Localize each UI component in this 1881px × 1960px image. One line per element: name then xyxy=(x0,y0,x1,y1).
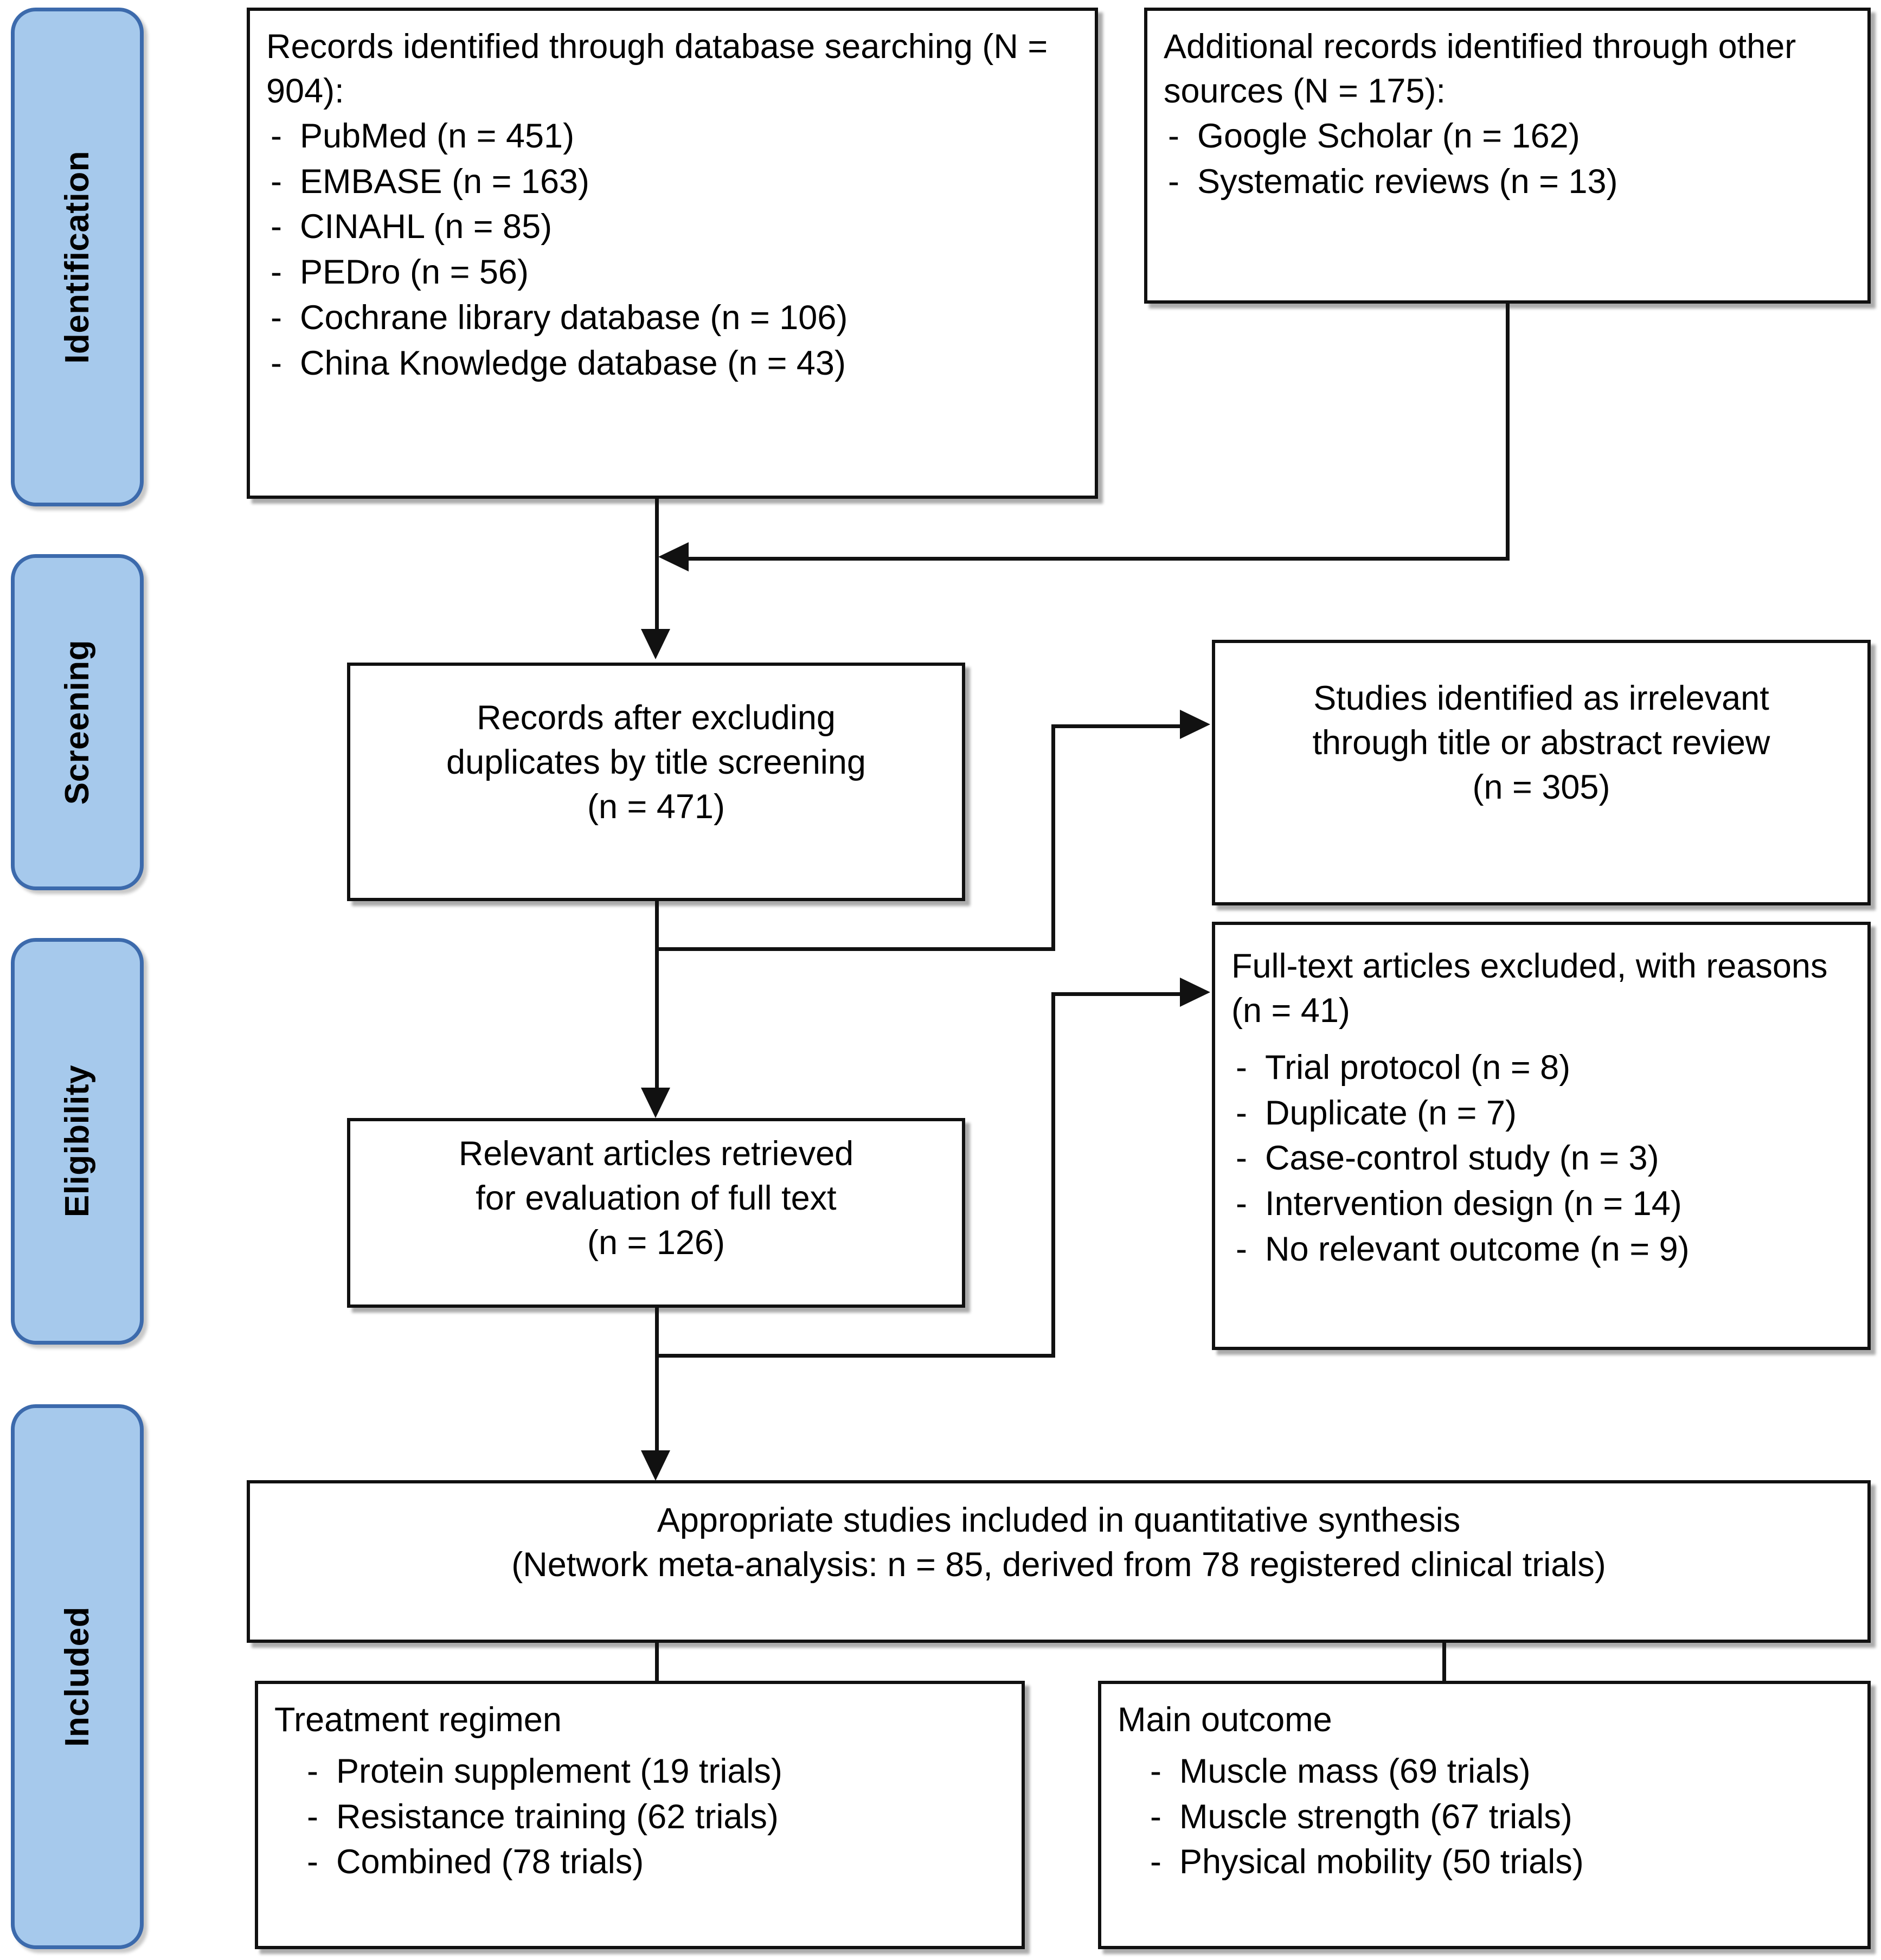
list-item: Case-control study (n = 3) xyxy=(1231,1136,1851,1181)
quantitative-synthesis-line2: (Network meta-analysis: n = 85, derived … xyxy=(511,1545,1606,1584)
full-text-excluded-lead: Full-text articles excluded, with reason… xyxy=(1231,947,1828,1030)
box-relevant-articles: Relevant articles retrieved for evaluati… xyxy=(347,1118,965,1308)
connector-eligibility-rise xyxy=(1051,992,1055,1358)
list-item: Muscle strength (67 trials) xyxy=(1146,1795,1851,1840)
connector-screening-rise xyxy=(1051,724,1055,951)
box-treatment-regimen: Treatment regimen Protein supplement (19… xyxy=(255,1681,1025,1949)
connector-eligibility-across xyxy=(655,1354,1055,1358)
arrowhead-into-full-text-excluded xyxy=(1180,978,1210,1007)
box-main-outcome: Main outcome Muscle mass (69 trials) Mus… xyxy=(1098,1681,1871,1949)
full-text-retrieved-line3: (n = 126) xyxy=(587,1223,725,1262)
treatment-regimen-lead: Treatment regimen xyxy=(274,1701,562,1739)
after-duplicates-line1: Records after excluding xyxy=(477,699,836,737)
list-item: Physical mobility (50 trials) xyxy=(1146,1840,1851,1885)
connector-screening-trunk xyxy=(655,947,659,1090)
irrelevant-line3: (n = 305) xyxy=(1472,768,1610,806)
treatment-regimen-content: Treatment regimen Protein supplement (19… xyxy=(258,1684,1022,1899)
irrelevant-content: Studies identified as irrelevant through… xyxy=(1215,643,1867,824)
box-quantitative-synthesis: Appropriate studies included in quantita… xyxy=(247,1480,1871,1643)
box-irrelevant-studies: Studies identified as irrelevant through… xyxy=(1212,640,1871,905)
after-duplicates-line2: duplicates by title screening xyxy=(446,743,866,781)
stage-label-included: Included xyxy=(59,1606,96,1747)
list-item: PEDro (n = 56) xyxy=(266,250,1078,295)
connector-screening-across xyxy=(655,947,1055,951)
list-item: Systematic reviews (n = 13) xyxy=(1164,159,1851,205)
after-duplicates-line3: (n = 471) xyxy=(587,787,725,826)
stage-label-identification: Identification xyxy=(59,150,96,364)
other-sources-list: Google Scholar (n = 162) Systematic revi… xyxy=(1164,114,1851,205)
full-text-excluded-list: Trial protocol (n = 8) Duplicate (n = 7)… xyxy=(1231,1045,1851,1273)
list-item: Muscle mass (69 trials) xyxy=(1146,1749,1851,1795)
list-item: Google Scholar (n = 162) xyxy=(1164,114,1851,159)
list-item: Combined (78 trials) xyxy=(303,1840,1005,1885)
stage-label-screening: Screening xyxy=(59,639,96,805)
list-item: Resistance training (62 trials) xyxy=(303,1795,1005,1840)
arrowhead-into-full-text-retrieved xyxy=(641,1088,670,1118)
list-item: China Knowledge database (n = 43) xyxy=(266,341,1078,387)
connector-eligibility-to-box xyxy=(1051,992,1182,996)
arrowhead-into-quantitative-synthesis xyxy=(641,1450,670,1481)
irrelevant-line2: through title or abstract review xyxy=(1312,723,1770,762)
database-search-list: PubMed (n = 451) EMBASE (n = 163) CINAHL… xyxy=(266,114,1078,387)
list-item: Duplicate (n = 7) xyxy=(1231,1091,1851,1136)
connector-other-sources-vertical xyxy=(1506,304,1510,561)
stage-pill-eligibility: Eligibility xyxy=(11,938,144,1345)
stage-label-eligibility: Eligibility xyxy=(59,1065,96,1218)
arrowhead-into-trunk xyxy=(658,542,689,571)
main-outcome-lead: Main outcome xyxy=(1118,1701,1332,1739)
list-item: EMBASE (n = 163) xyxy=(266,159,1078,205)
list-item: Protein supplement (19 trials) xyxy=(303,1749,1005,1795)
full-text-excluded-content: Full-text articles excluded, with reason… xyxy=(1215,925,1867,1287)
arrowhead-into-irrelevant xyxy=(1180,710,1210,739)
list-item: CINAHL (n = 85) xyxy=(266,204,1078,250)
irrelevant-line1: Studies identified as irrelevant xyxy=(1313,679,1769,717)
list-item: Trial protocol (n = 8) xyxy=(1231,1045,1851,1091)
box-full-text-excluded: Full-text articles excluded, with reason… xyxy=(1212,922,1871,1350)
other-sources-lead: Additional records identified through ot… xyxy=(1164,28,1796,110)
database-search-lead: Records identified through database sear… xyxy=(266,28,1048,110)
quantitative-synthesis-line1: Appropriate studies included in quantita… xyxy=(657,1501,1461,1539)
connector-eligibility-drop xyxy=(655,1308,659,1358)
connector-eligibility-trunk xyxy=(655,1354,659,1453)
treatment-regimen-list: Protein supplement (19 trials) Resistanc… xyxy=(274,1749,1005,1885)
arrowhead-into-after-duplicates xyxy=(641,629,670,659)
main-outcome-list: Muscle mass (69 trials) Muscle strength … xyxy=(1118,1749,1851,1885)
connector-identification-trunk xyxy=(655,499,659,632)
list-item: PubMed (n = 451) xyxy=(266,114,1078,159)
full-text-retrieved-line2: for evaluation of full text xyxy=(476,1179,837,1217)
after-duplicates-content: Records after excluding duplicates by ti… xyxy=(350,666,962,844)
list-item: Cochrane library database (n = 106) xyxy=(266,295,1078,341)
box-other-sources: Additional records identified through ot… xyxy=(1144,8,1871,304)
connector-screening-to-box xyxy=(1051,724,1182,728)
stage-pill-screening: Screening xyxy=(11,554,144,890)
box-database-search: Records identified through database sear… xyxy=(247,8,1098,499)
main-outcome-content: Main outcome Muscle mass (69 trials) Mus… xyxy=(1101,1684,1867,1899)
stage-pill-included: Included xyxy=(11,1404,144,1949)
full-text-retrieved-line1: Relevant articles retrieved xyxy=(458,1135,854,1173)
connector-other-sources-horizontal xyxy=(689,557,1510,561)
other-sources-content: Additional records identified through ot… xyxy=(1147,11,1867,219)
quantitative-synthesis-content: Appropriate studies included in quantita… xyxy=(250,1483,1867,1602)
list-item: No relevant outcome (n = 9) xyxy=(1231,1227,1851,1273)
stage-pill-identification: Identification xyxy=(11,8,144,506)
list-item: Intervention design (n = 14) xyxy=(1231,1181,1851,1227)
database-search-content: Records identified through database sear… xyxy=(250,11,1095,400)
full-text-retrieved-content: Relevant articles retrieved for evaluati… xyxy=(350,1121,962,1280)
box-after-duplicates: Records after excluding duplicates by ti… xyxy=(347,663,965,901)
connector-screening-drop xyxy=(655,901,659,951)
